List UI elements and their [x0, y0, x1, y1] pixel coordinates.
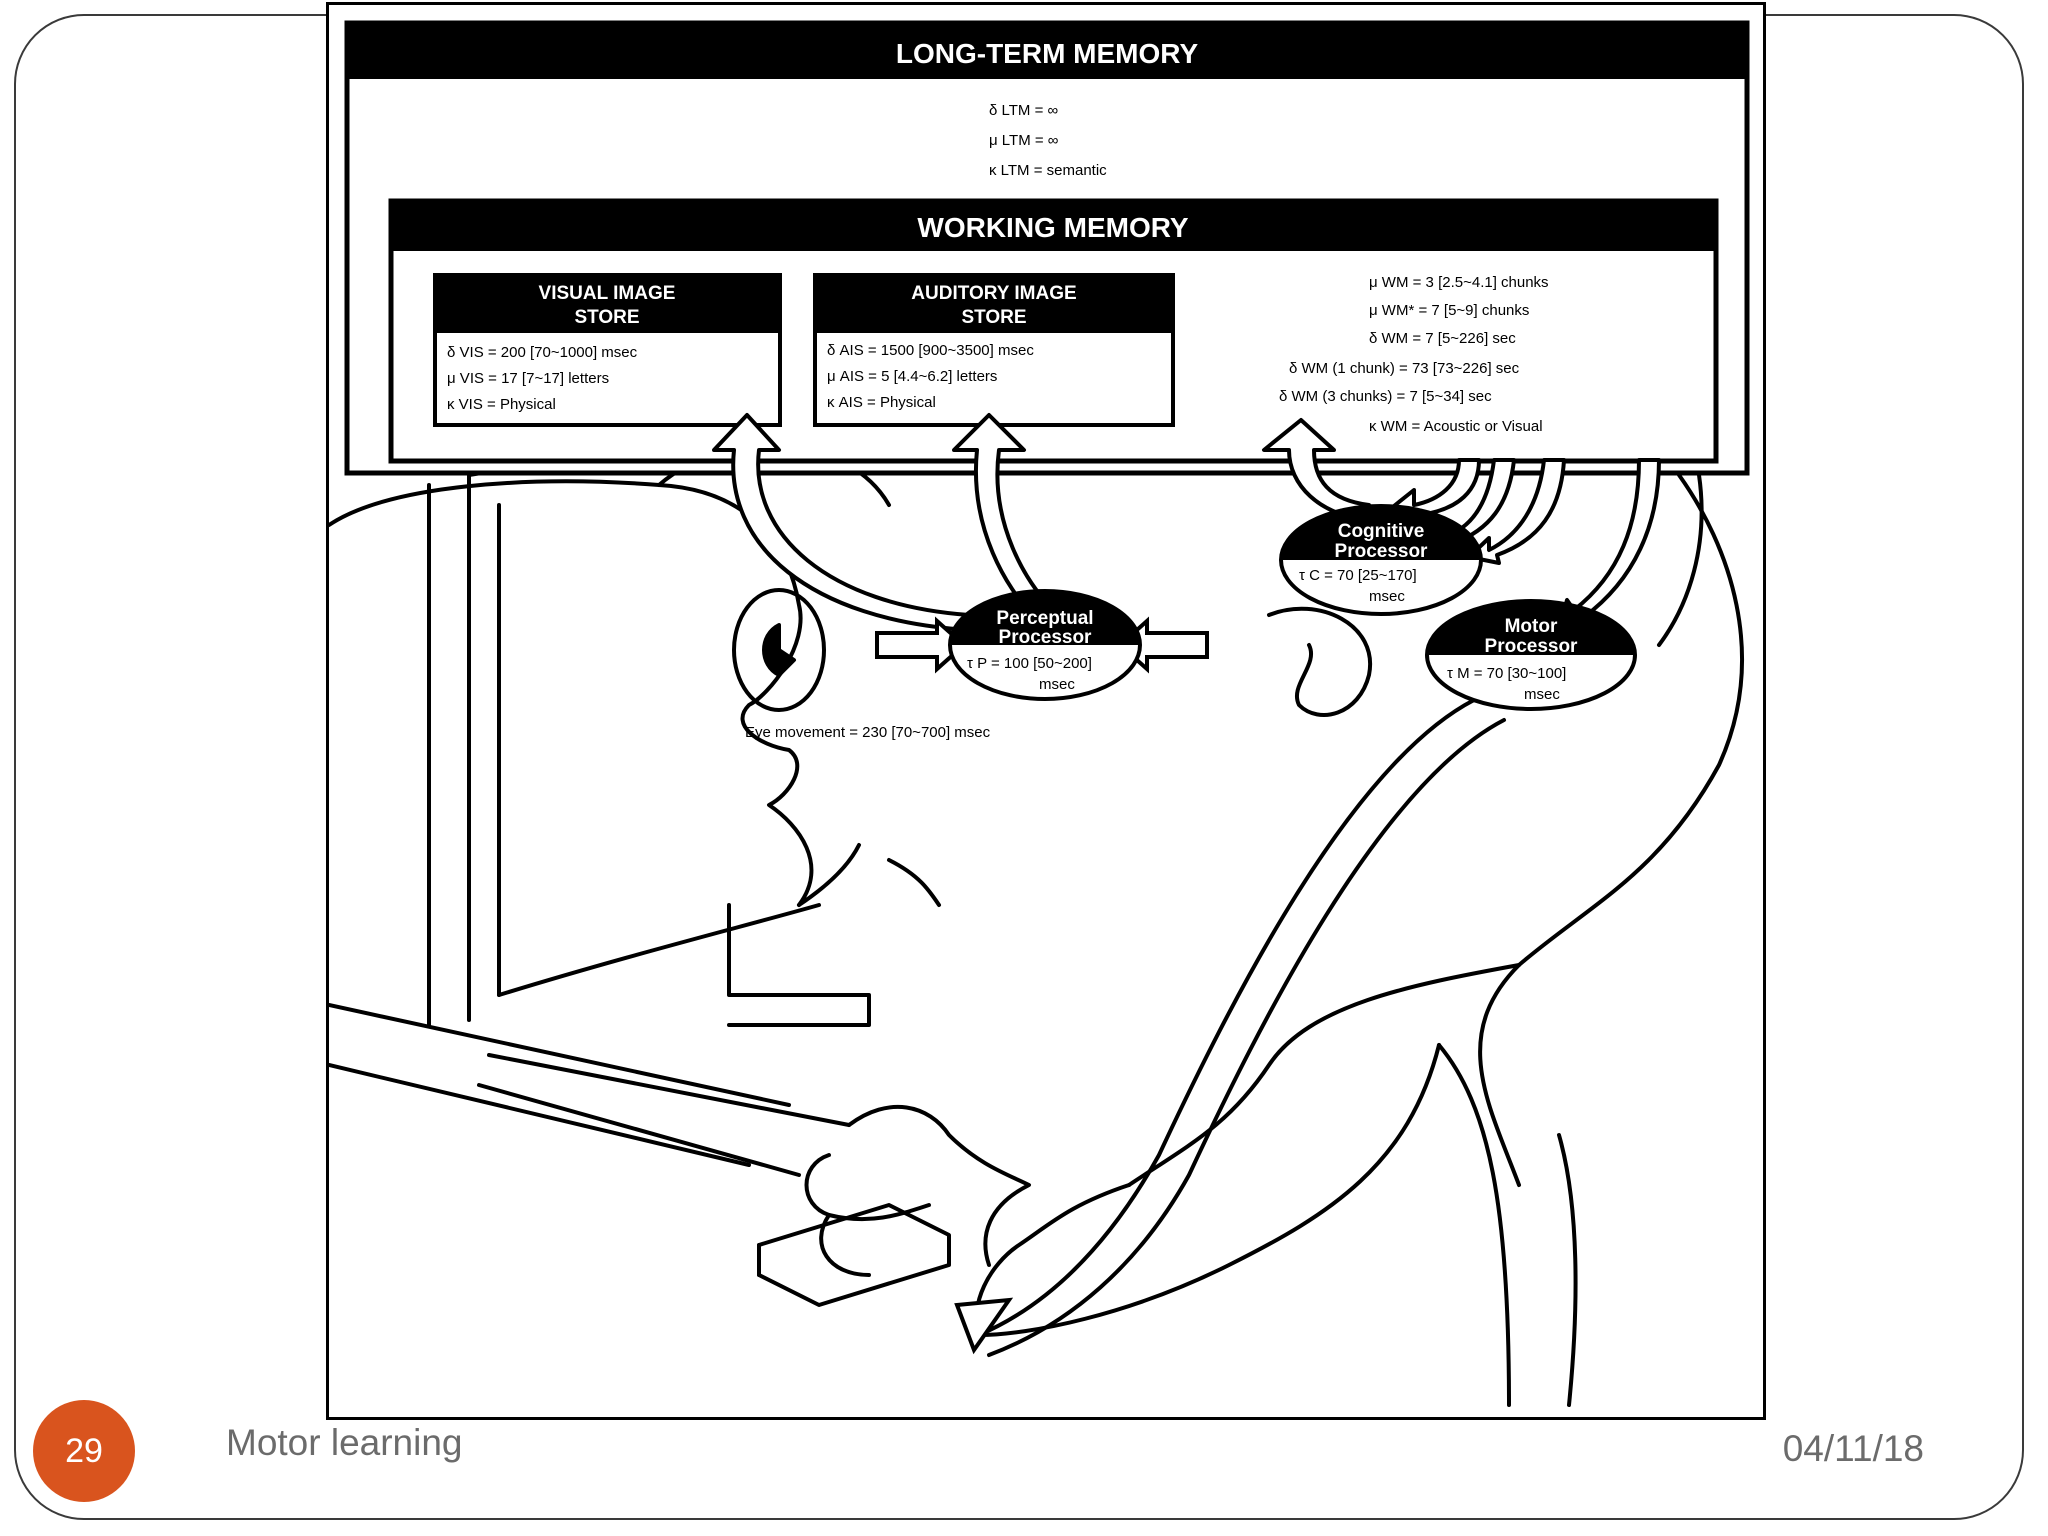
perceptual-processor-cap [950, 591, 1140, 645]
eye-movement-label: Eye movement = 230 [70~700] msec [745, 724, 991, 741]
ais-param: μ AIS = 5 [4.4~6.2] letters [827, 368, 997, 385]
motor-processor-line1: Motor [1505, 616, 1558, 637]
person-drawing [329, 443, 1744, 1407]
motor-processor-line2: Processor [1485, 636, 1579, 657]
wm-header-bar [391, 201, 1716, 251]
footer-title: Motor learning [226, 1422, 463, 1463]
slide-number-badge: 29 [33, 1400, 135, 1502]
motor-processor-param: τ M = 70 [30~100] [1447, 665, 1566, 682]
ais-title-line2: STORE [961, 307, 1026, 328]
vis-header-bar [435, 275, 780, 333]
vis-param: μ VIS = 17 [7~17] letters [447, 370, 609, 387]
model-human-processor-figure: LONG-TERM MEMORY δ LTM = ∞ μ LTM = ∞ κ L… [326, 2, 1766, 1420]
ltm-param: δ LTM = ∞ [989, 102, 1058, 119]
wm-param: κ WM = Acoustic or Visual [1369, 418, 1543, 435]
ltm-header-bar [347, 23, 1747, 79]
ais-header-bar [815, 275, 1173, 333]
ltm-title: LONG-TERM MEMORY [896, 38, 1199, 69]
ltm-param: κ LTM = semantic [989, 162, 1107, 179]
perceptual-processor-line2: Processor [999, 627, 1093, 648]
motor-processor-param-unit: msec [1524, 686, 1560, 703]
diagram-svg: LONG-TERM MEMORY δ LTM = ∞ μ LTM = ∞ κ L… [329, 20, 1750, 1407]
motor-arrowhead [954, 1297, 1014, 1355]
wm-param: δ WM = 7 [5~226] sec [1369, 330, 1516, 347]
vis-title-line2: STORE [574, 307, 639, 328]
perceptual-processor-param-unit: msec [1039, 676, 1075, 693]
cognitive-processor-param: τ C = 70 [25~170] [1299, 567, 1417, 584]
wm-param: μ WM = 3 [2.5~4.1] chunks [1369, 274, 1549, 291]
cognitive-processor-param-unit: msec [1369, 588, 1405, 605]
footer-date: 04/11/18 [1782, 1428, 1924, 1469]
cognitive-processor-line1: Cognitive [1338, 521, 1425, 542]
wm-param: μ WM* = 7 [5~9] chunks [1369, 302, 1529, 319]
wm-title: WORKING MEMORY [917, 212, 1188, 243]
ltm-param: μ LTM = ∞ [989, 132, 1059, 149]
vis-param: κ VIS = Physical [447, 396, 556, 413]
ais-title-line1: AUDITORY IMAGE [911, 283, 1076, 304]
cognitive-processor-cap [1281, 506, 1481, 560]
ais-param: δ AIS = 1500 [900~3500] msec [827, 342, 1034, 359]
wm-param: δ WM (3 chunks) = 7 [5~34] sec [1279, 388, 1492, 405]
cognitive-processor-line2: Processor [1335, 541, 1429, 562]
perceptual-processor-line1: Perceptual [996, 608, 1093, 629]
vis-param: δ VIS = 200 [70~1000] msec [447, 344, 638, 361]
motor-processor-cap [1427, 601, 1635, 655]
ais-param: κ AIS = Physical [827, 394, 936, 411]
perceptual-processor-param: τ P = 100 [50~200] [967, 655, 1092, 672]
vis-title-line1: VISUAL IMAGE [539, 283, 676, 304]
wm-param: δ WM (1 chunk) = 73 [73~226] sec [1289, 360, 1520, 377]
